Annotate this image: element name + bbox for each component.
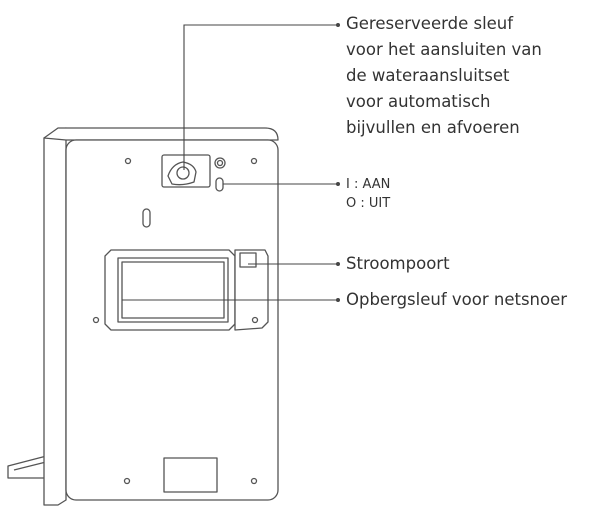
power-port [234, 249, 269, 331]
label-reserved-slot-line-4: voor automatisch [346, 92, 491, 111]
screw-hole-top-right [250, 157, 258, 165]
screw-hole-top-left [124, 157, 132, 165]
label-power-port: Stroompoort [346, 251, 450, 277]
device-top-face [43, 127, 279, 141]
screw-hole-mid-left [92, 316, 100, 324]
label-switch-off: O : UIT [346, 196, 391, 211]
screw-hole-bottom-left [123, 477, 131, 485]
device-side-panel [43, 127, 67, 506]
label-cord-storage-text: Opbergsleuf voor netsnoer [346, 290, 568, 309]
side-slot [142, 208, 151, 228]
label-reserved-slot-line-2: voor het aansluiten van [346, 40, 542, 59]
screw-hole-bottom-right [250, 477, 258, 485]
label-reserved-slot-line-3: de wateraansluitset [346, 66, 510, 85]
leader-reserved-slot [183, 24, 337, 170]
label-reserved-slot-line-5: bijvullen en afvoeren [346, 118, 520, 137]
label-power-switch: I : AAN O : UIT [346, 175, 390, 213]
label-power-port-text: Stroompoort [346, 254, 450, 273]
label-switch-on: I : AAN [346, 177, 391, 192]
screw-hole-mid-right [251, 316, 259, 324]
power-switch [215, 177, 224, 192]
label-reserved-slot-line-1: Gereserveerde sleuf [346, 14, 514, 33]
label-cord-storage: Opbergsleuf voor netsnoer [346, 287, 567, 313]
label-reserved-slot: Gereserveerde sleuf voor het aansluiten … [346, 11, 542, 141]
bottom-vent [163, 457, 218, 493]
